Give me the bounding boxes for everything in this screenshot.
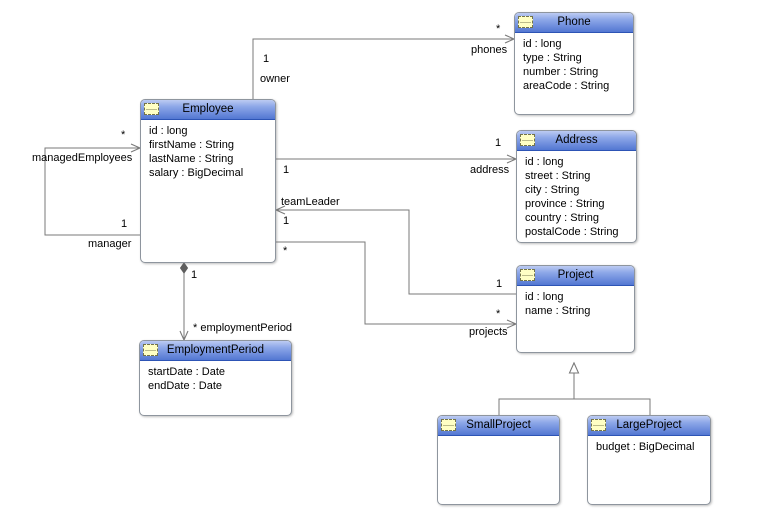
edge-teamLeader[interactable] bbox=[274, 205, 516, 295]
class-header: Employee bbox=[141, 100, 275, 120]
edge-label-teamLeader-role: teamLeader bbox=[281, 196, 340, 208]
edge-label-projects-role: projects bbox=[469, 326, 508, 338]
class-attribute[interactable]: budget : BigDecimal bbox=[596, 441, 695, 453]
edge-smallproject-extends[interactable] bbox=[498, 361, 580, 415]
class-header: Project bbox=[517, 266, 634, 286]
edge-label-owner-role: owner bbox=[260, 73, 290, 85]
class-attribute[interactable]: startDate : Date bbox=[148, 366, 226, 378]
class-title: Employee bbox=[182, 103, 234, 115]
edge-label-owner-mult: 1 bbox=[263, 53, 270, 65]
class-attribute[interactable]: id : long bbox=[149, 125, 188, 137]
class-title: SmallProject bbox=[466, 419, 531, 431]
edge-label-manager-role: manager bbox=[88, 238, 132, 250]
class-header: SmallProject bbox=[438, 416, 559, 436]
edge-label-address-role: address bbox=[470, 164, 510, 176]
class-icon-line bbox=[593, 425, 604, 426]
class-attribute[interactable]: firstName : String bbox=[149, 139, 234, 151]
class-icon bbox=[143, 344, 158, 356]
edge-label-employmentPeriod-role: * employmentPeriod bbox=[193, 322, 293, 334]
edge-label-teamLeader-src-mult: 1 bbox=[496, 278, 503, 290]
class-attribute[interactable]: type : String bbox=[523, 52, 582, 64]
class-attribute[interactable]: number : String bbox=[523, 66, 599, 78]
class-attributes: id : long name : String bbox=[517, 286, 634, 318]
class-attributes bbox=[438, 436, 559, 440]
class-icon-line bbox=[522, 140, 533, 141]
edge-label-address-src-mult: 1 bbox=[283, 164, 290, 176]
class-icon-line bbox=[145, 350, 156, 351]
class-icon bbox=[520, 134, 535, 146]
class-project[interactable]: Project id : long name : String bbox=[516, 265, 635, 353]
class-icon-line bbox=[443, 425, 454, 426]
edge-label-projects-mult: * bbox=[496, 308, 501, 320]
edge-manager-managedEmployees[interactable] bbox=[44, 143, 142, 236]
class-attribute[interactable]: id : long bbox=[523, 38, 562, 50]
class-icon bbox=[518, 16, 533, 28]
class-attribute[interactable]: areaCode : String bbox=[523, 80, 610, 92]
class-header: LargeProject bbox=[588, 416, 710, 436]
class-attribute[interactable]: city : String bbox=[525, 184, 580, 196]
class-attribute[interactable]: name : String bbox=[525, 305, 591, 317]
edge-label-managedEmployees-role: managedEmployees bbox=[32, 152, 133, 164]
class-large-project[interactable]: LargeProject budget : BigDecimal bbox=[587, 415, 711, 505]
class-title: EmploymentPeriod bbox=[166, 344, 265, 356]
class-icon bbox=[144, 103, 159, 115]
class-header: Phone bbox=[515, 13, 633, 33]
class-employment-period[interactable]: EmploymentPeriod startDate : Date endDate … bbox=[139, 340, 292, 416]
edge-label-teamLeader-mult: 1 bbox=[283, 215, 290, 227]
edge-label-manager-mult: 1 bbox=[121, 218, 128, 230]
class-attribute[interactable]: postalCode : String bbox=[525, 226, 619, 238]
class-attribute[interactable]: street : String bbox=[525, 170, 591, 182]
class-attribute[interactable]: id : long bbox=[525, 291, 564, 303]
edge-label-managedEmployees-mult: * bbox=[121, 129, 126, 141]
edge-label-phones-role: phones bbox=[471, 44, 508, 56]
class-attributes: id : long street : String city : String pro… bbox=[517, 151, 636, 239]
class-header: EmploymentPeriod bbox=[140, 341, 291, 361]
class-icon bbox=[591, 419, 606, 431]
edge-label-phones-mult: * bbox=[496, 23, 501, 35]
class-title: Phone bbox=[557, 16, 591, 28]
class-attribute[interactable]: salary : BigDecimal bbox=[149, 167, 244, 179]
class-icon-line bbox=[146, 109, 157, 110]
class-title: Address bbox=[555, 134, 598, 146]
edge-label-employmentPeriod-src-mult: 1 bbox=[191, 269, 198, 281]
class-address[interactable]: Address id : long street : String city : St… bbox=[516, 130, 637, 243]
class-attribute[interactable]: endDate : Date bbox=[148, 380, 222, 392]
class-attributes: startDate : Date endDate : Date bbox=[140, 361, 291, 393]
class-employee[interactable]: Employee id : long firstName : String lastN… bbox=[140, 99, 276, 263]
class-attributes: id : long type : String number : String are… bbox=[515, 33, 633, 93]
class-icon bbox=[520, 269, 535, 281]
class-attribute[interactable]: lastName : String bbox=[149, 153, 234, 165]
class-attribute[interactable]: country : String bbox=[525, 212, 599, 224]
edge-largeproject-extends[interactable] bbox=[568, 361, 651, 415]
class-title: LargeProject bbox=[616, 419, 682, 431]
class-icon bbox=[441, 419, 456, 431]
edge-projects[interactable] bbox=[276, 241, 518, 329]
class-icon-line bbox=[522, 275, 533, 276]
class-title: Project bbox=[557, 269, 594, 281]
class-attributes: id : long firstName : String lastName : St… bbox=[141, 120, 275, 180]
class-phone[interactable]: Phone id : long type : String number : Stri… bbox=[514, 12, 634, 115]
edge-label-address-mult: 1 bbox=[495, 137, 502, 149]
edge-owner-phones[interactable] bbox=[252, 34, 516, 99]
edge-label-projects-src-mult: * bbox=[283, 245, 288, 257]
class-attributes: budget : BigDecimal bbox=[588, 436, 710, 454]
class-header: Address bbox=[517, 131, 636, 151]
class-small-project[interactable]: SmallProject bbox=[437, 415, 560, 505]
class-attribute[interactable]: id : long bbox=[525, 156, 564, 168]
class-icon-line bbox=[520, 22, 531, 23]
class-attribute[interactable]: province : String bbox=[525, 198, 605, 210]
